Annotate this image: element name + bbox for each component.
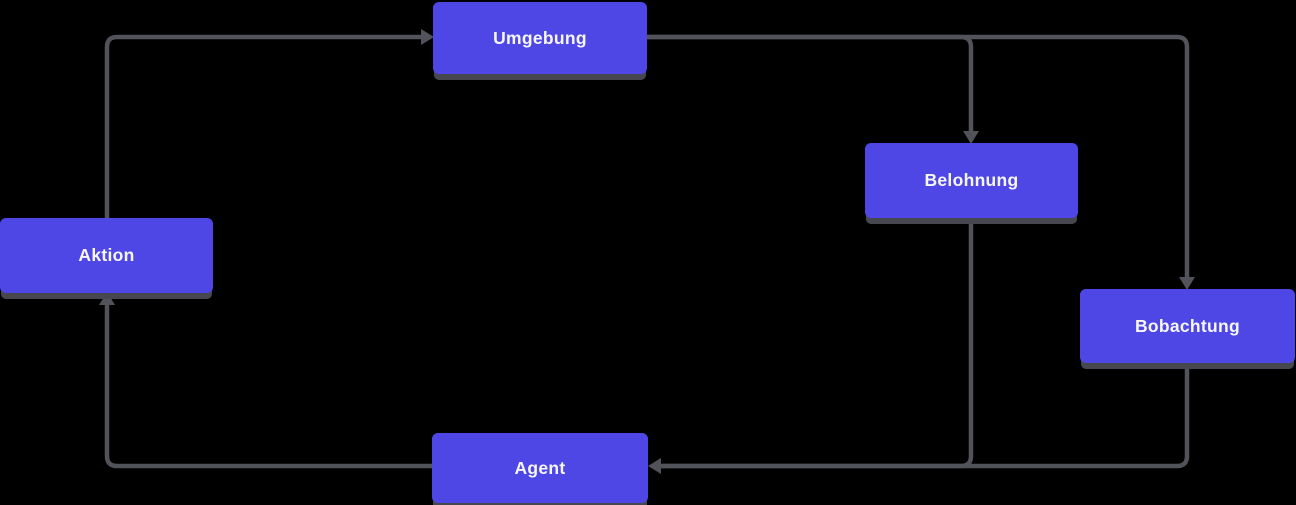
node-belohnung: Belohnung	[865, 143, 1078, 218]
arrowhead-into-bobachtung	[1179, 277, 1195, 290]
edge-agent-to-aktion	[104, 304, 432, 469]
node-agent-label: Agent	[514, 457, 566, 478]
arrowhead-into-belohnung	[963, 131, 979, 144]
edge-aktion-to-umgebung	[104, 34, 421, 218]
edge-umgebung-to-belohnung	[647, 34, 974, 131]
node-bobachtung: Bobachtung	[1080, 289, 1295, 363]
arrowhead-into-umgebung	[421, 29, 434, 45]
node-aktion: Aktion	[0, 218, 213, 293]
edge-belohnung-to-agent	[661, 218, 974, 469]
node-aktion-label: Aktion	[78, 245, 135, 265]
node-umgebung: Umgebung	[433, 2, 647, 74]
arrowhead-into-aktion	[99, 292, 115, 305]
arrowhead-into-agent	[648, 458, 661, 474]
edge-umgebung-to-bobachtung	[647, 34, 1190, 277]
edge-bobachtung-to-agent	[661, 363, 1190, 469]
node-belohnung-label: Belohnung	[924, 170, 1019, 190]
node-bobachtung-label: Bobachtung	[1134, 315, 1241, 336]
node-agent: Agent	[432, 433, 648, 503]
node-umgebung-label: Umgebung	[493, 27, 587, 48]
